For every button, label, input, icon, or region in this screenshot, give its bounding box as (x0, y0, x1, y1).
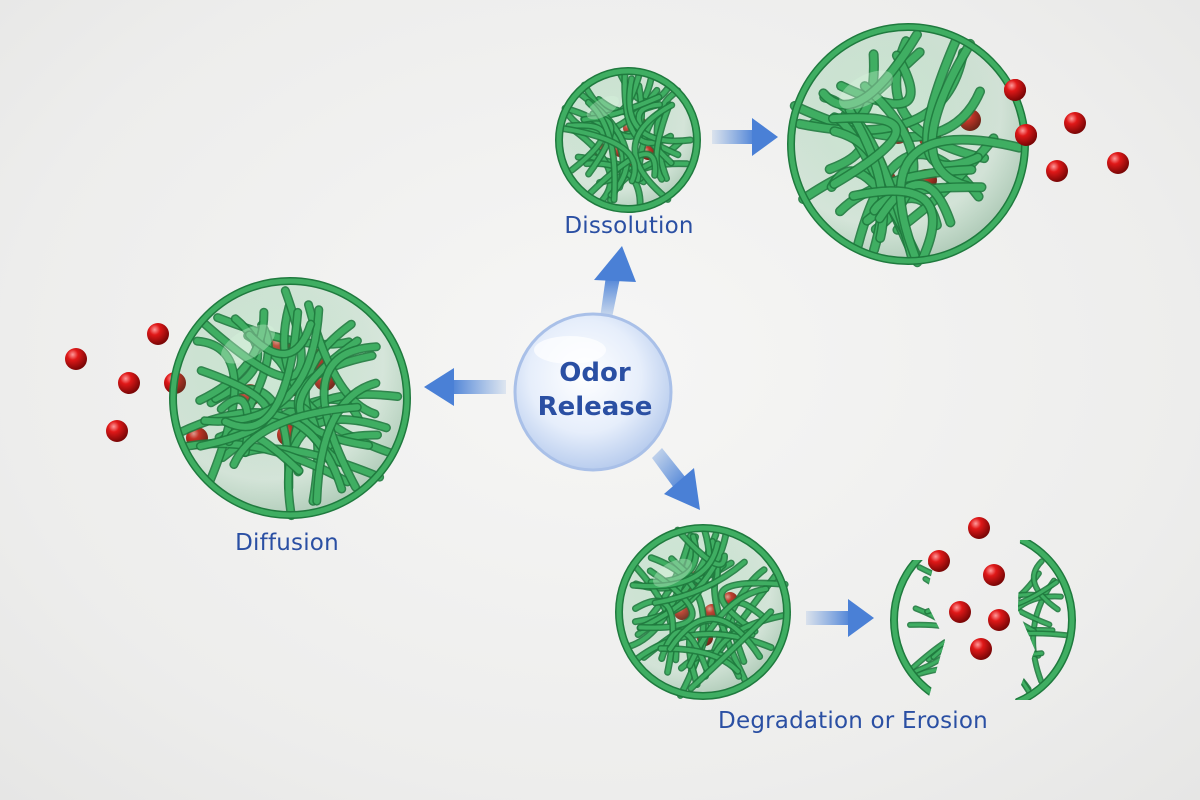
arrow-to-diffusion (424, 368, 506, 406)
capsule-dissolution-small (555, 67, 701, 213)
odor-molecule (970, 638, 992, 660)
odor-molecule (988, 609, 1010, 631)
odor-molecule (983, 564, 1005, 586)
odor-molecule (147, 323, 169, 345)
odor-release-line-1: Odor (559, 358, 631, 388)
odor-molecule (949, 601, 971, 623)
odor-molecule (1107, 152, 1129, 174)
odor-release-line-2: Release (537, 392, 653, 422)
odor-molecule (106, 420, 128, 442)
degradation-label: Degradation or Erosion (718, 708, 988, 734)
capsule-dissolution-large (787, 23, 1037, 268)
diffusion-label: Diffusion (235, 530, 339, 556)
capsule-degradation-broken (890, 540, 1076, 700)
odor-molecule (928, 550, 950, 572)
odor-molecule (1046, 160, 1068, 182)
odor-molecule (1004, 79, 1026, 101)
odor-molecule (968, 517, 990, 539)
arrow-dissolution-step (712, 118, 778, 156)
arrow-to-degradation (652, 448, 700, 510)
odor-release-bubble (513, 312, 673, 472)
odor-molecule (65, 348, 87, 370)
odor-molecule (118, 372, 140, 394)
arrow-to-dissolution (594, 246, 636, 318)
dissolution-label: Dissolution (564, 213, 694, 239)
odor-molecule (1064, 112, 1086, 134)
capsule-degradation-intact (615, 524, 791, 700)
capsule-diffusion (164, 277, 411, 521)
arrow-degradation-step (806, 599, 874, 637)
odor-molecule (1015, 124, 1037, 146)
odor-molecules (65, 79, 1129, 660)
odor-release-label: Odor Release (515, 356, 675, 424)
